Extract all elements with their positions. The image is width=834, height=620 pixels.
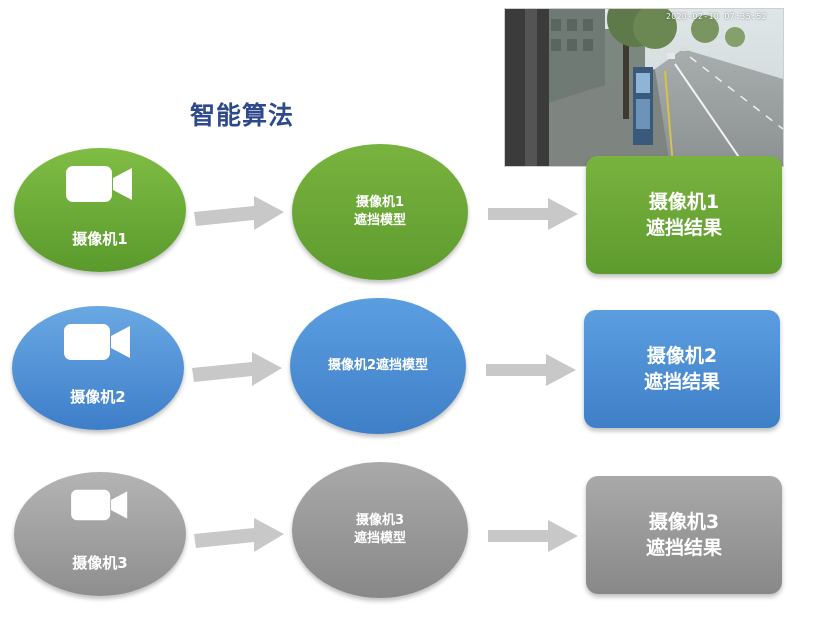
camera-3-node: 摄像机3 xyxy=(14,472,186,596)
diagram-title: 智能算法 xyxy=(190,101,295,130)
right-arrow-icon xyxy=(192,352,282,386)
video-camera-icon xyxy=(66,166,132,202)
occlusion-model-1-label: 摄像机1 遮挡模型 xyxy=(353,195,406,228)
right-arrow-icon xyxy=(194,196,284,230)
snapshot-timestamp: 2020-02-10 07:35:52 xyxy=(665,12,767,21)
video-camera-icon xyxy=(71,489,128,521)
occlusion-result-2-box: 摄像机2 遮挡结果 xyxy=(584,310,780,428)
right-arrow-icon xyxy=(194,518,284,552)
right-arrow-icon xyxy=(486,354,576,386)
occlusion-result-3-box: 摄像机3 遮挡结果 xyxy=(586,476,782,594)
occlusion-result-3-label: 摄像机3 遮挡结果 xyxy=(645,511,722,559)
occlusion-model-3-label: 摄像机3 遮挡模型 xyxy=(353,513,406,546)
camera-1-node: 摄像机1 xyxy=(14,148,186,272)
camera-3-label: 摄像机3 xyxy=(72,554,128,572)
right-arrow-icon xyxy=(488,198,578,230)
camera-2-label: 摄像机2 xyxy=(70,388,126,406)
occlusion-result-1-label: 摄像机1 遮挡结果 xyxy=(645,191,722,239)
occlusion-model-1-node: 摄像机1 遮挡模型 xyxy=(292,144,468,280)
camera-1-label: 摄像机1 xyxy=(72,230,128,248)
occlusion-result-1-box: 摄像机1 遮挡结果 xyxy=(586,156,782,274)
right-arrow-icon xyxy=(488,520,578,552)
occlusion-model-2-label: 摄像机2遮挡模型 xyxy=(327,358,429,373)
camera-snapshot-image: 2020-02-10 07:35:52 xyxy=(504,8,784,167)
camera-2-node: 摄像机2 xyxy=(12,306,184,430)
video-camera-icon xyxy=(64,324,130,360)
occlusion-model-2-node: 摄像机2遮挡模型 xyxy=(290,298,466,434)
occlusion-result-2-label: 摄像机2 遮挡结果 xyxy=(643,345,720,393)
occlusion-model-3-node: 摄像机3 遮挡模型 xyxy=(292,462,468,598)
street-scene-illustration xyxy=(505,9,783,166)
